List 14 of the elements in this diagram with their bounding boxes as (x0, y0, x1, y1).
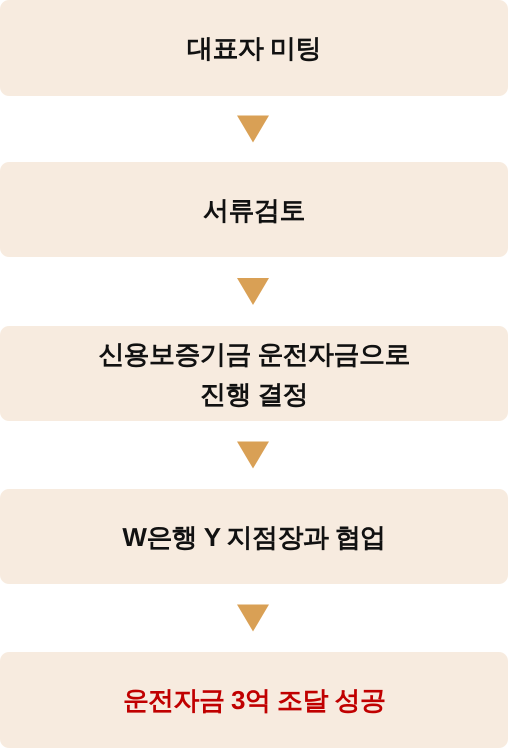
step-box (0, 162, 508, 257)
step-text: W은행 Y 지점장과 협업 (122, 520, 386, 554)
step-text: 신용보증기금 운전자금으로 진행 결정 (97, 338, 411, 410)
step-box (0, 326, 508, 421)
step-text: 운전자금 3억 조달 성공 (122, 684, 386, 717)
step-box (0, 0, 508, 96)
step-text: 대표자 미팅 (187, 32, 321, 65)
step-box (0, 489, 508, 584)
step-text: 서류검토 (203, 194, 305, 226)
arrow (237, 278, 269, 305)
arrow (237, 442, 269, 468)
arrow (237, 604, 269, 632)
step-box (0, 652, 508, 748)
arrow (237, 116, 269, 142)
